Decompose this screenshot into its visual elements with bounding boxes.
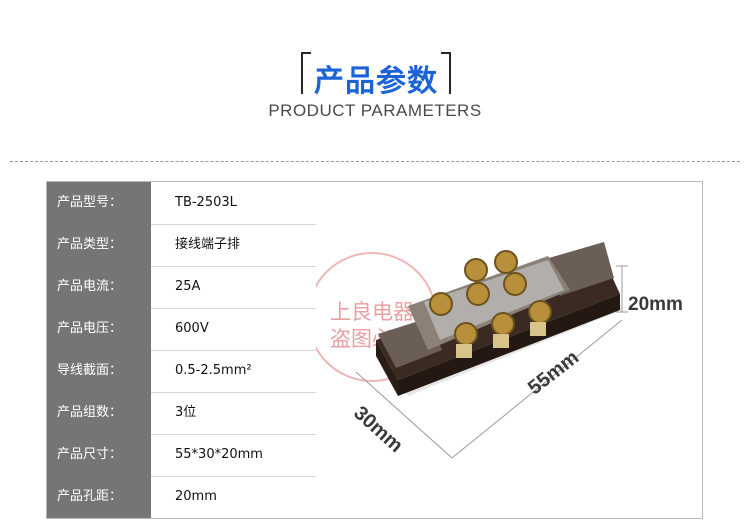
table-row: 产品电压： 600V	[47, 308, 317, 351]
table-row: 产品组数： 3位	[47, 392, 317, 435]
section-subtitle-text: PRODUCT PARAMETERS	[264, 101, 486, 120]
dimension-height-label: 20mm	[628, 294, 683, 315]
param-value: TB-2503L	[175, 195, 237, 210]
param-value: 接线端子排	[175, 237, 241, 252]
table-row: 产品尺寸： 55*30*20mm	[47, 434, 317, 477]
table-row: 产品型号： TB-2503L	[47, 182, 317, 225]
section-title: 产品参数	[314, 64, 438, 99]
param-value: 3位	[175, 405, 197, 420]
terminal-block-illustration: 上良电器 盗图必究	[316, 242, 628, 459]
param-value: 20mm	[175, 489, 217, 504]
header-bracket-left	[301, 52, 311, 94]
param-label: 产品类型：	[47, 224, 151, 266]
table-row: 产品类型： 接线端子排	[47, 224, 317, 267]
param-value: 0.5-2.5mm²	[175, 363, 252, 378]
dimension-lines	[355, 265, 628, 459]
section-header: 产品参数	[301, 52, 451, 104]
param-label: 产品电压：	[47, 308, 151, 350]
header-bracket-right	[441, 52, 451, 94]
param-label: 导线截面：	[47, 350, 151, 392]
terminal-plates	[456, 322, 546, 358]
product-photo-panel: 上良电器 盗图必究	[316, 181, 703, 519]
section-subtitle: PRODUCT PARAMETERS	[0, 101, 750, 121]
param-label: 产品孔距：	[47, 476, 151, 518]
table-row: 产品电流： 25A	[47, 266, 317, 309]
screw-row-back	[429, 250, 527, 316]
clear-cover	[424, 260, 564, 340]
param-value: 25A	[175, 279, 201, 294]
param-label: 产品组数：	[47, 392, 151, 434]
param-label: 产品尺寸：	[47, 434, 151, 476]
param-value: 600V	[175, 321, 209, 336]
watermark-text-1: 上良电器	[330, 300, 414, 324]
param-label: 产品型号：	[47, 182, 151, 224]
dashed-divider	[10, 161, 740, 162]
param-label: 产品电流：	[47, 266, 151, 308]
table-row: 导线截面： 0.5-2.5mm²	[47, 350, 317, 393]
param-value: 55*30*20mm	[175, 447, 263, 462]
parameter-table: 产品型号： TB-2503L 产品类型： 接线端子排 产品电流： 25A 产品电…	[46, 181, 318, 519]
table-row: 产品孔距： 20mm	[47, 476, 317, 518]
screw-row-front	[454, 300, 552, 346]
